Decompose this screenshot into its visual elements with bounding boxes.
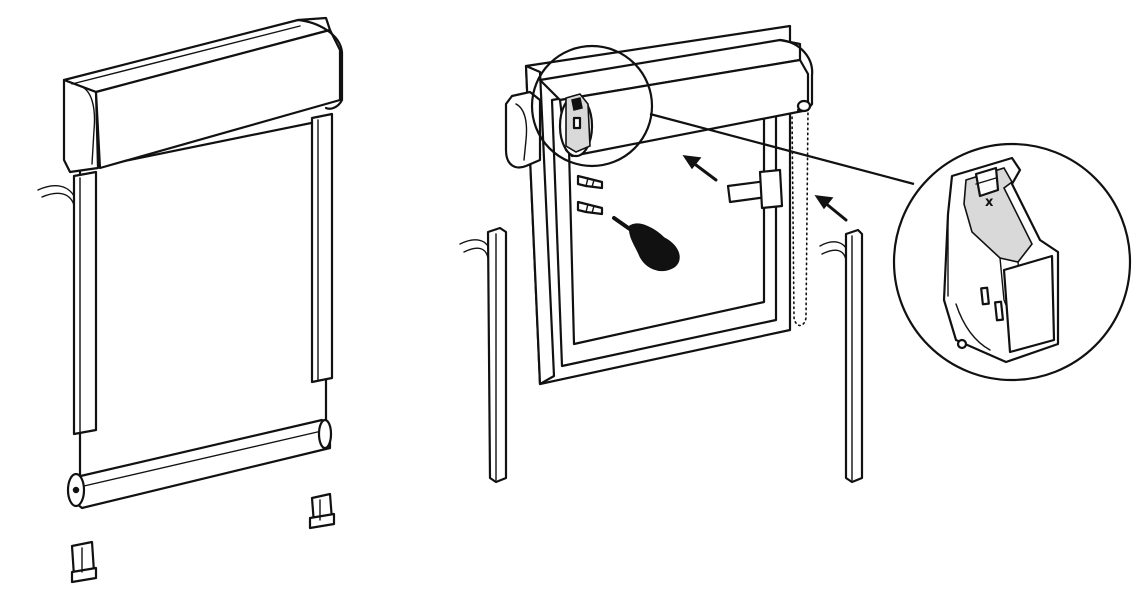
leader-line xyxy=(649,112,915,186)
bottom-bar xyxy=(66,418,333,510)
bracket xyxy=(942,156,1060,364)
end-cap-left xyxy=(504,90,542,169)
detail-marker: x xyxy=(985,195,994,210)
fabric-panel xyxy=(78,118,328,480)
side-guide-window-left xyxy=(486,226,508,484)
window-handle xyxy=(726,168,784,210)
bottom-clip-left xyxy=(70,540,98,584)
wall-curve-right xyxy=(819,241,849,255)
window-installation-figure xyxy=(459,24,864,484)
screw-lower xyxy=(576,200,604,216)
side-guide-left xyxy=(72,170,98,436)
bottom-clip-right xyxy=(308,492,336,530)
magnifier-circle-small xyxy=(530,44,654,168)
headrail-cassette xyxy=(62,16,344,174)
cassette xyxy=(538,38,814,158)
direction-arrow-upper xyxy=(682,155,718,182)
bracket-detail-figure: x xyxy=(892,142,1132,382)
side-guide-right xyxy=(310,112,334,384)
screwdriver xyxy=(612,216,680,272)
direction-arrow-right xyxy=(814,195,848,222)
operating-chain xyxy=(791,109,809,327)
blind-assembly-figure xyxy=(37,16,344,584)
wall-curve-mid xyxy=(459,239,491,253)
screw-upper xyxy=(576,174,604,190)
side-guide-window-right xyxy=(844,228,864,484)
